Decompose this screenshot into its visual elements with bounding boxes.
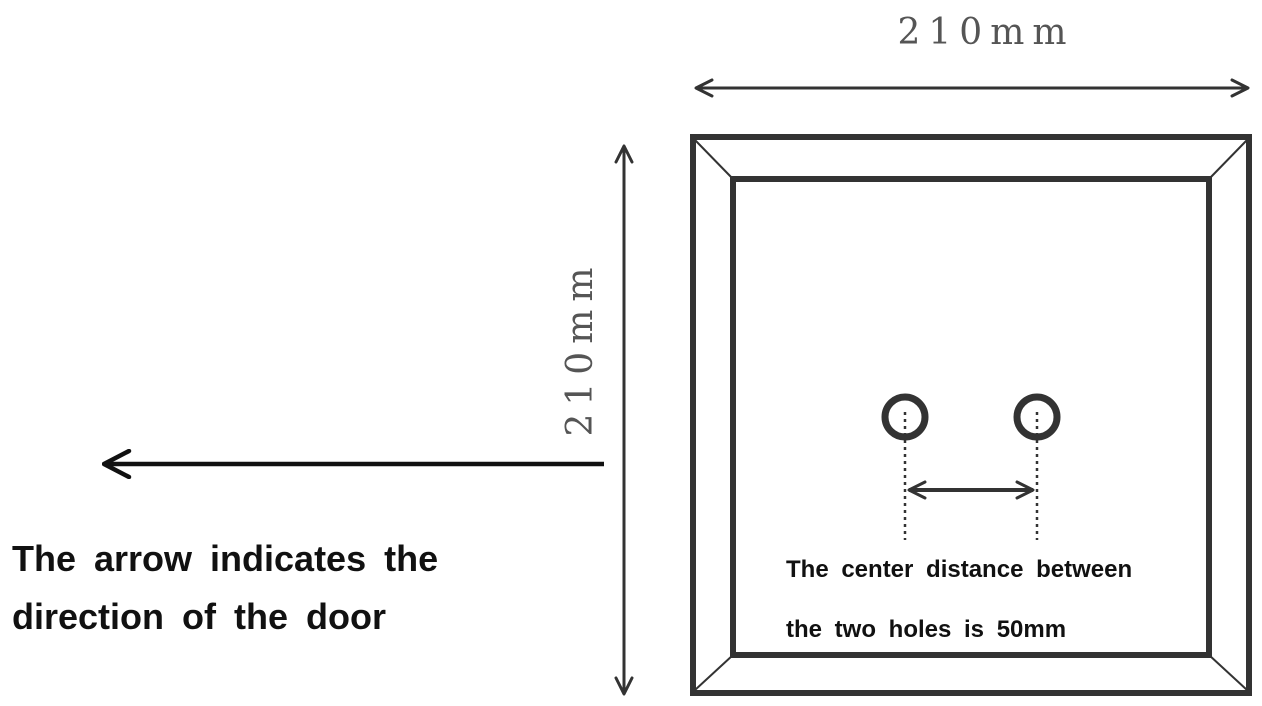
mounting-plate [690, 134, 1252, 696]
bevel-line-bottom-left [694, 654, 734, 691]
door-direction-note: The arrow indicates the direction of the… [12, 530, 438, 646]
bevel-line-top-left [694, 139, 734, 180]
hole-left [881, 393, 929, 441]
plate-inner-frame [730, 176, 1212, 658]
plate-outer-frame [690, 134, 1252, 696]
bevel-line-bottom-right [1208, 654, 1248, 691]
height-label: 210mm [560, 260, 601, 437]
door-note-line-2: direction of the door [12, 596, 386, 637]
hole-note-line-1: The center distance between [786, 556, 1133, 583]
width-dimension: 210mm [694, 12, 1250, 98]
hole-right [1013, 393, 1061, 441]
height-dimension: 210mm [560, 144, 634, 696]
door-note-line-1: The arrow indicates the [12, 538, 439, 579]
width-label: 210mm [898, 12, 1075, 53]
bevel-line-top-right [1208, 139, 1248, 180]
mounting-holes [881, 393, 1061, 540]
hole-distance-note: The center distance between the two hole… [786, 540, 1132, 660]
hole-note-line-2: the two holes is 50mm [786, 616, 1067, 643]
